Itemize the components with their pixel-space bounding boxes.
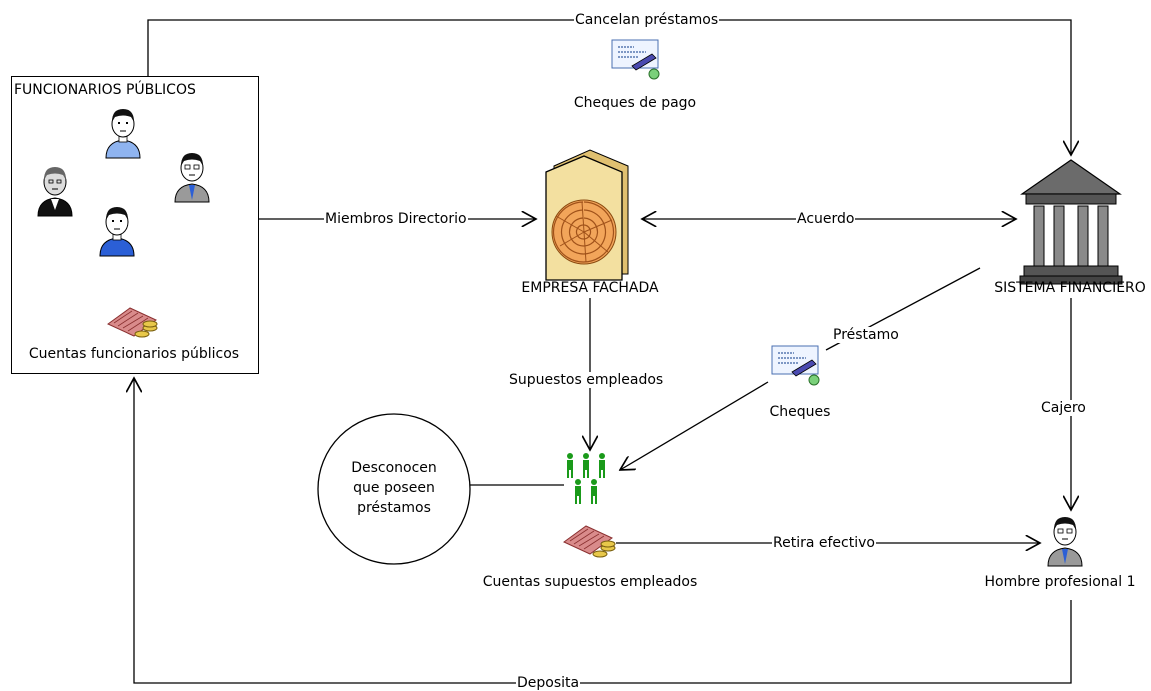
cheque-icon [611, 39, 660, 80]
hombre-profesional-label: Hombre profesional 1 [984, 574, 1136, 590]
cheques-pago-label: Cheques de pago [573, 95, 697, 111]
desconocen-circle [317, 413, 471, 565]
bank-building-icon [1019, 159, 1123, 285]
edge-label-acuerdo: Acuerdo [796, 211, 856, 227]
edge-label-deposita: Deposita [516, 675, 581, 691]
edge-label-cancelan: Cancelan préstamos [574, 12, 720, 28]
sistema-financiero-label: SISTEMA FINANCIERO [994, 280, 1146, 296]
cheque-icon-prestamo [771, 345, 820, 386]
edge-cancelan-prestamos [147, 19, 1071, 155]
person-blue-icon [99, 207, 135, 257]
edge-label-retira: Retira efectivo [772, 535, 876, 551]
desconocen-label: Desconocen que poseen préstamos [351, 460, 437, 516]
funcionarios-title: FUNCIONARIOS PÚBLICOS [14, 82, 196, 98]
edge-label-prestamo: Préstamo [832, 327, 900, 343]
people-group-icon [567, 453, 605, 504]
cuentas-funcionarios-label: Cuentas funcionarios públicos [28, 346, 240, 362]
edge-deposita [134, 378, 1072, 684]
professional-man-icon [1047, 517, 1083, 567]
edge-cheques-grupo [620, 381, 769, 470]
money-icon-empleados [563, 525, 616, 558]
shell-house-icon [545, 149, 629, 281]
edge-label-miembros: Miembros Directorio [324, 211, 468, 227]
empresa-fachada-label: EMPRESA FACHADA [521, 280, 659, 296]
person-black-suit-icon [37, 167, 73, 217]
money-icon [107, 307, 158, 338]
edge-label-supuestos: Supuestos empleados [508, 372, 665, 388]
person-grey-suit-icon [174, 153, 210, 203]
cuentas-empleados-label: Cuentas supuestos empleados [482, 574, 698, 590]
person-light-blue-icon [105, 109, 141, 159]
funcionarios-group-box [11, 76, 259, 374]
edge-label-cajero: Cajero [1040, 400, 1087, 416]
cheques-label: Cheques [769, 404, 831, 420]
